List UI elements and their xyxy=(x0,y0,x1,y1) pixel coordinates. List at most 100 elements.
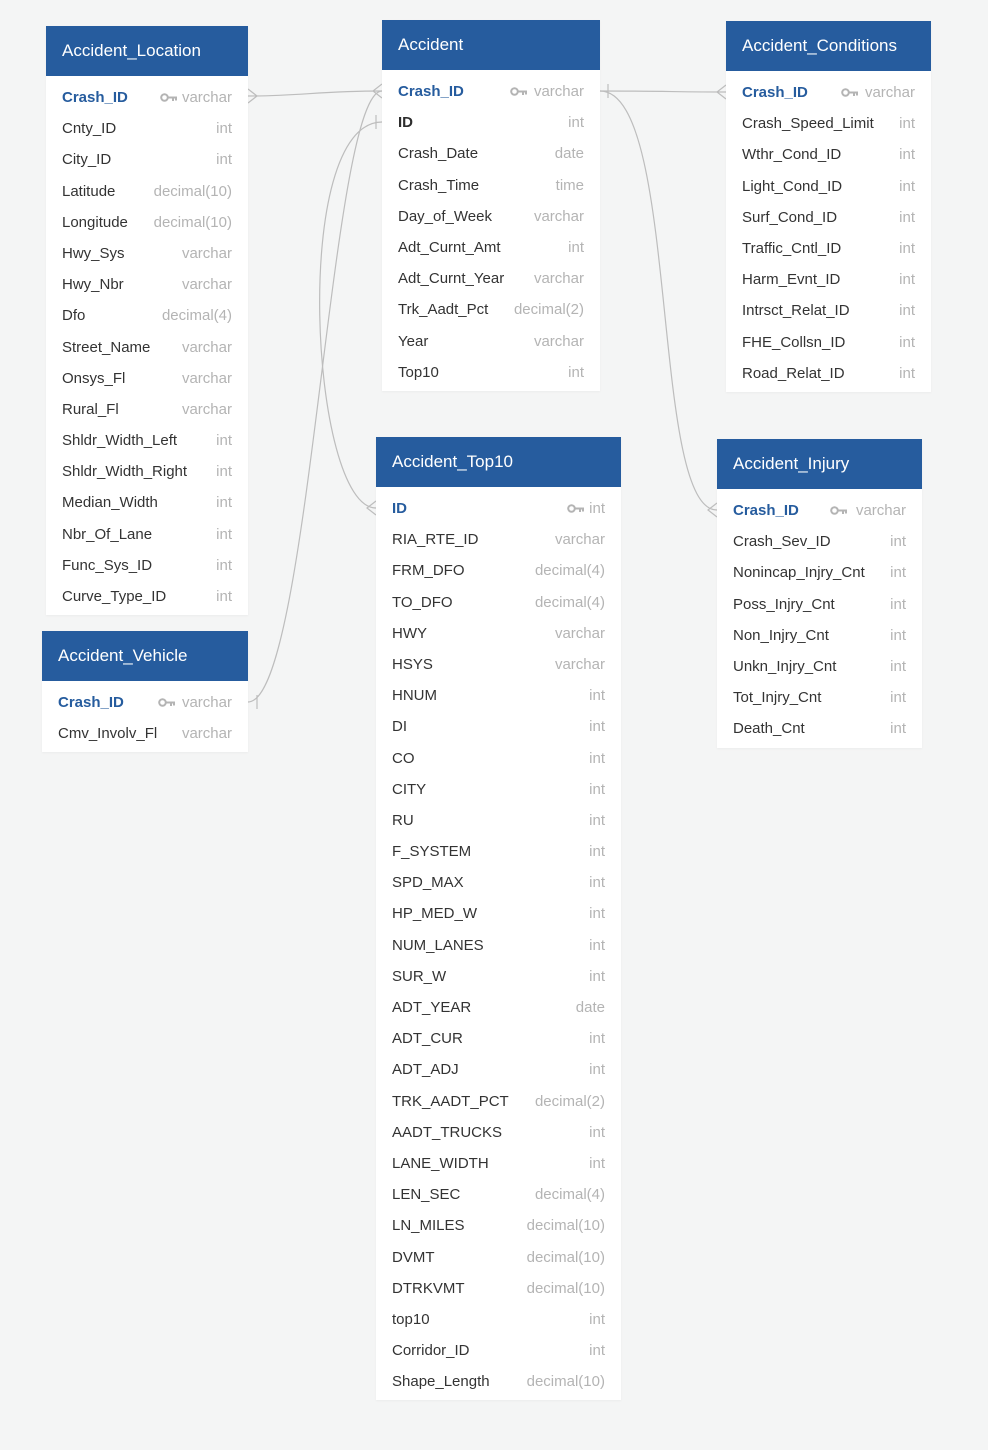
field-name: Trk_Aadt_Pct xyxy=(398,301,489,319)
field-type: int xyxy=(589,874,605,892)
table-title: Accident xyxy=(382,20,600,70)
table-title: Accident_Injury xyxy=(717,439,922,489)
field-name: Curve_Type_ID xyxy=(62,588,167,605)
field-type: varchar xyxy=(554,655,605,673)
field-type: decimal(2) xyxy=(534,1092,605,1110)
field-type: int xyxy=(589,1061,605,1079)
field-name: Wthr_Cond_ID xyxy=(742,146,842,164)
field-name: Crash_ID xyxy=(398,83,464,100)
field-type: int xyxy=(589,843,605,861)
crowfoot-conditions xyxy=(716,84,727,100)
link-accident-vehicle xyxy=(247,90,383,703)
field-type: int xyxy=(899,208,915,226)
field-type: int xyxy=(216,432,232,450)
link-accident-conditions xyxy=(599,90,727,93)
field-type: int xyxy=(568,363,584,381)
